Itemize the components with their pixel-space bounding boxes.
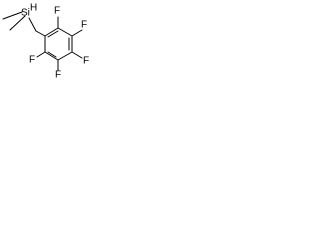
bond-ring-c2-c3 — [57, 27, 73, 37]
bonds — [2, 11, 83, 71]
bond-ring-c4-c5 — [57, 51, 73, 61]
bond-c3-f — [71, 29, 83, 37]
atom-label-f-top-right: F — [81, 20, 87, 31]
atom-label-f-top-left: F — [54, 6, 60, 17]
bond-ring-double-1 — [47, 30, 59, 38]
atom-label-si-h: H — [30, 3, 37, 14]
bond-ring-double-3 — [47, 51, 57, 58]
chemical-structure-diagram: Si H F F F F F — [2, 3, 89, 81]
atom-label-f-bottom-right: F — [55, 70, 61, 81]
bond-c6-f — [36, 51, 46, 58]
atom-label-f-right: F — [83, 56, 89, 67]
bond-ch2-ring — [35, 30, 46, 37]
atom-label-si: Si — [21, 8, 30, 19]
bond-methyl-right-si — [9, 15, 26, 31]
bond-c4-f — [71, 51, 83, 59]
bond-si-ch2 — [28, 17, 37, 32]
bond-ring-c5-c6 — [44, 51, 59, 61]
atom-labels: Si H F F F F F — [21, 3, 89, 81]
atom-label-f-bottom-left: F — [29, 55, 35, 66]
bond-ring-c1-c2 — [44, 27, 59, 37]
bond-methyl-left-si — [2, 11, 23, 20]
